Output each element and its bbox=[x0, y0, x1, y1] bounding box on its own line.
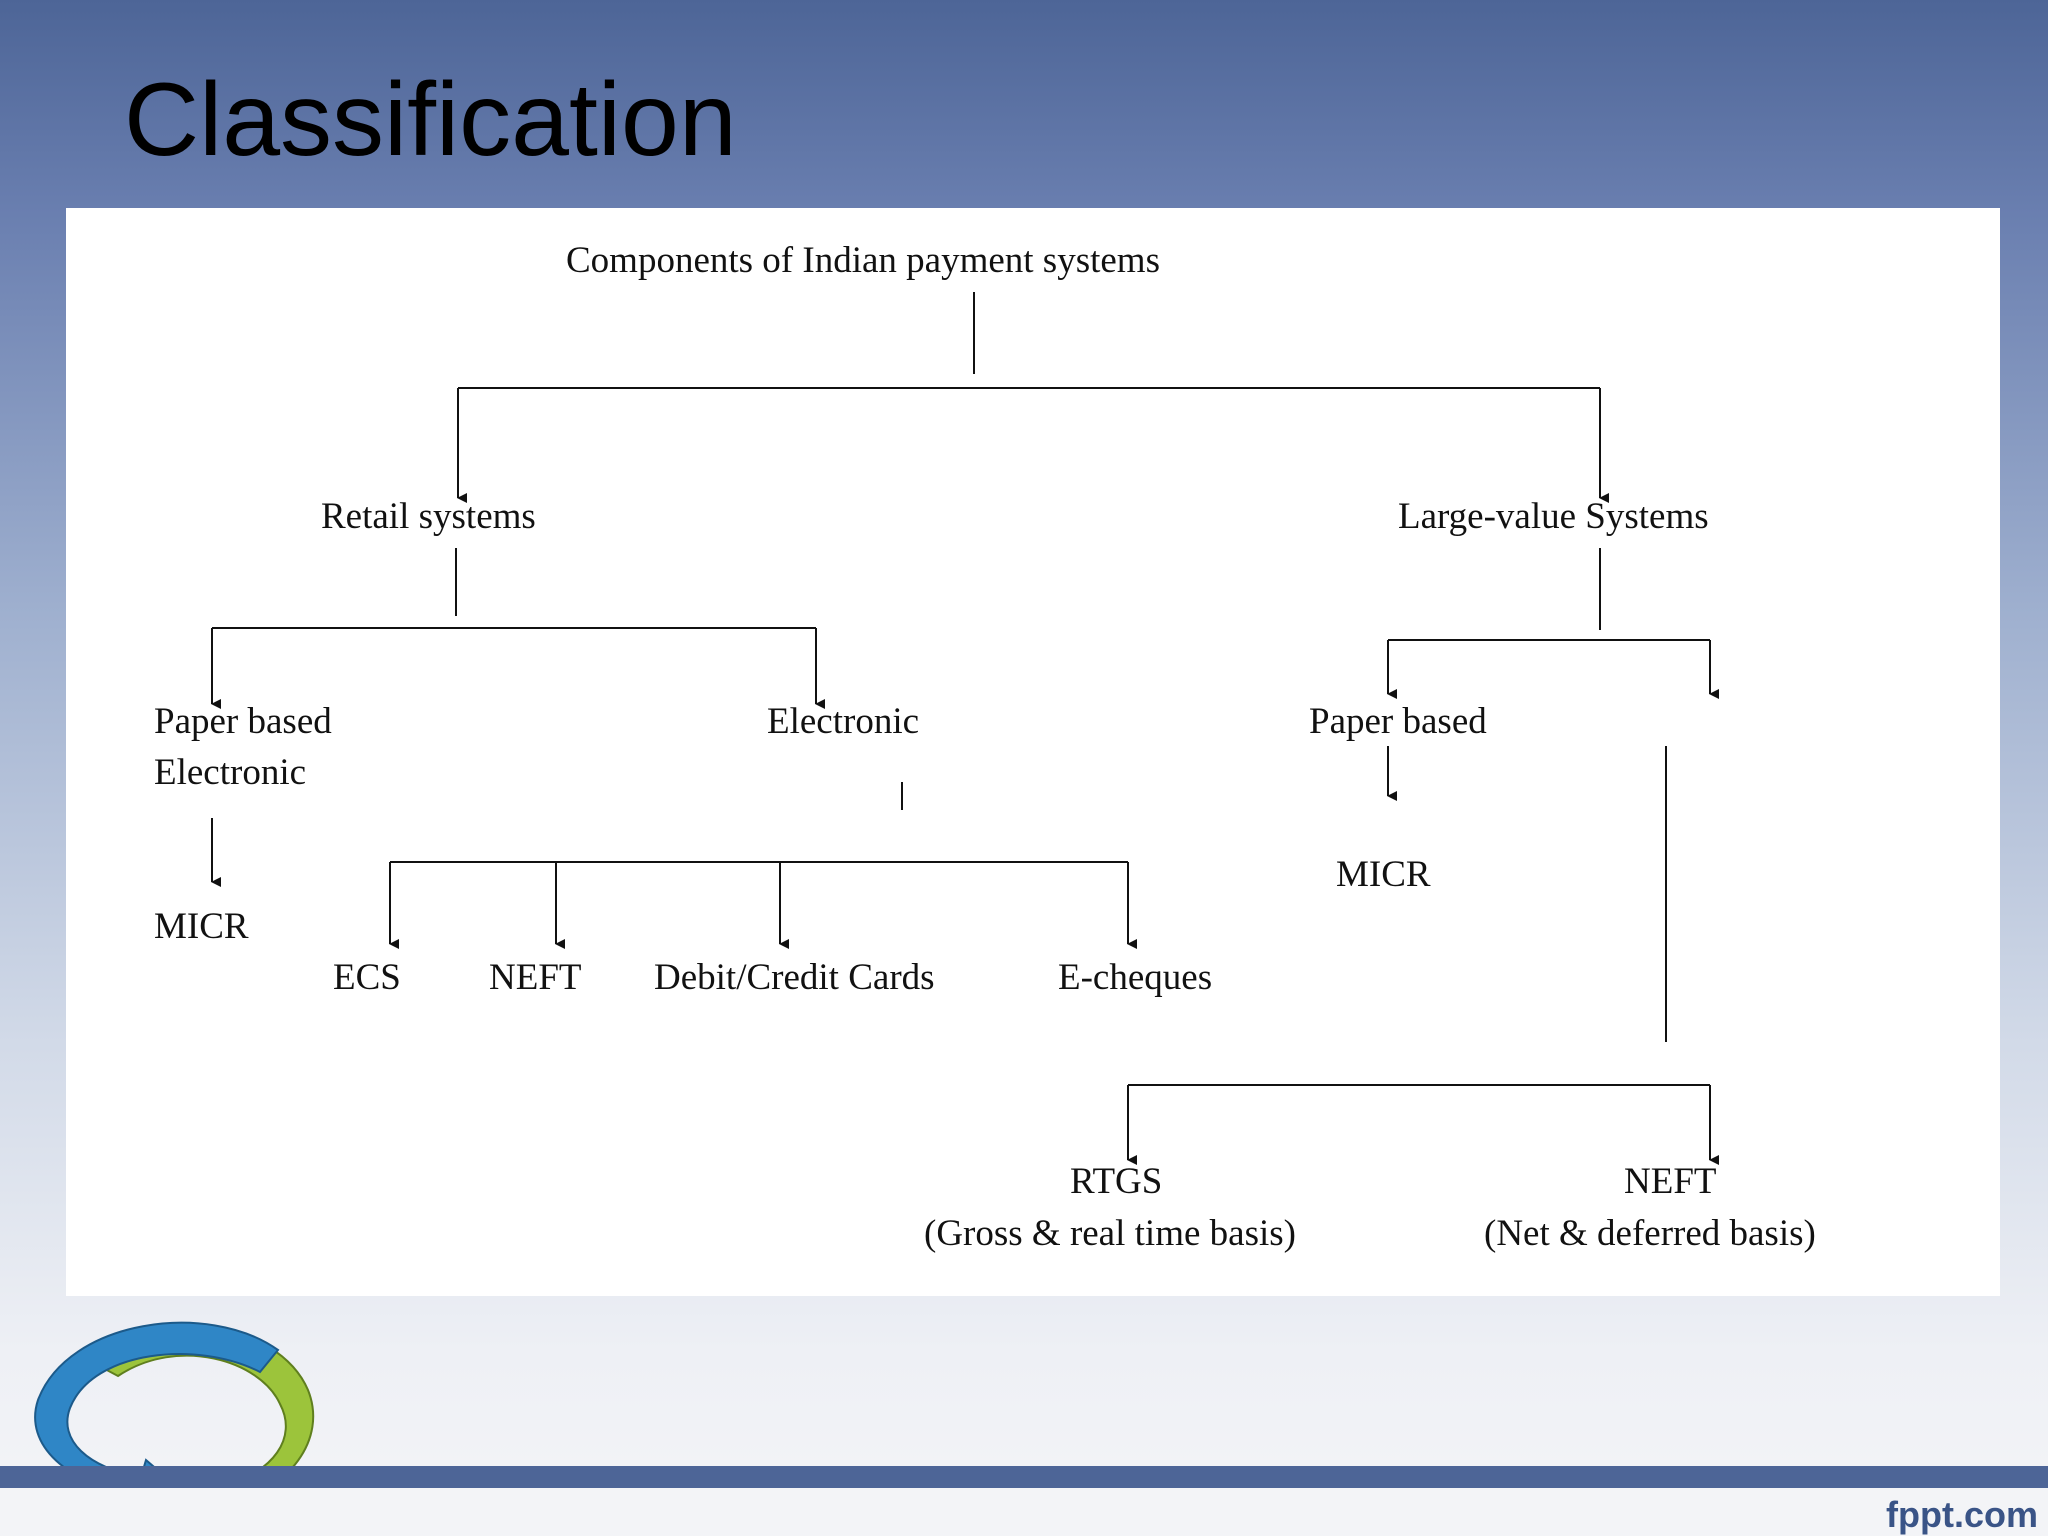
retail-paper-based-node: Paper based bbox=[154, 701, 332, 742]
cards-node: Debit/Credit Cards bbox=[654, 957, 935, 998]
tree-connectors bbox=[211, 292, 1719, 1165]
lv-neft-note: (Net & deferred basis) bbox=[1484, 1213, 1816, 1254]
retail-micr-node: MICR bbox=[154, 906, 249, 947]
retail-systems-node: Retail systems bbox=[321, 496, 536, 537]
echeques-node: E-cheques bbox=[1058, 957, 1213, 998]
root-node: Components of Indian payment systems bbox=[566, 240, 1160, 281]
retail-electronic-node: Electronic bbox=[767, 701, 920, 742]
ecs-node: ECS bbox=[333, 957, 401, 998]
slide-title: Classification bbox=[124, 62, 737, 178]
retail-paper-electronic-node: Electronic bbox=[154, 752, 307, 793]
footer-brand: fppt.com bbox=[1886, 1494, 2038, 1535]
footer-strip bbox=[0, 1488, 2048, 1536]
lv-neft-node: NEFT bbox=[1624, 1161, 1717, 1202]
lv-paper-based-node: Paper based bbox=[1309, 701, 1487, 742]
diagram-panel: Components of Indian payment systems Ret… bbox=[66, 208, 2000, 1296]
large-value-systems-node: Large-value Systems bbox=[1398, 496, 1709, 537]
neft-node: NEFT bbox=[489, 957, 582, 998]
footer-bar bbox=[0, 1466, 2048, 1488]
rtgs-note: (Gross & real time basis) bbox=[924, 1213, 1296, 1254]
lv-micr-node: MICR bbox=[1336, 854, 1431, 895]
rtgs-node: RTGS bbox=[1070, 1161, 1163, 1202]
